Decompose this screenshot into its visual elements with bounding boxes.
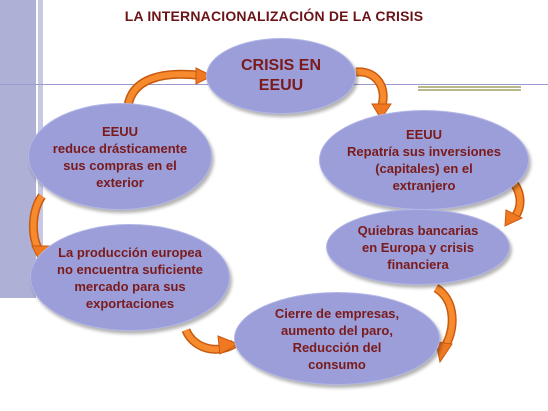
node-line: EEUU — [258, 77, 304, 94]
node-line: consumo — [308, 356, 366, 372]
node-line: EEUU — [101, 123, 139, 139]
node-line: exterior — [96, 174, 144, 190]
arrow-n5-to-n0 — [123, 69, 205, 108]
accent-lines-decoration — [418, 86, 521, 94]
node-line: Quiebras bancarias — [357, 222, 479, 238]
node-repatria-inversiones: EEUU Repatría sus inversiones (capitales) … — [319, 110, 529, 210]
node-line: en Europa y crisis — [361, 239, 474, 255]
diagram-title: LA INTERNACIONALIZACIÓN DE LA CRISIS — [124, 8, 424, 24]
node-crisis-eeuu: CRISIS EN EEUU — [206, 38, 356, 114]
node-line: aumento del paro, — [281, 322, 393, 338]
node-line: (capitales) en el — [375, 161, 473, 176]
node-line: extranjero — [392, 178, 456, 193]
node-line: financiera — [387, 256, 449, 272]
node-line: Cierre de empresas, — [274, 305, 400, 321]
node-line: CRISIS EN — [240, 57, 321, 74]
node-line: exportaciones — [85, 295, 175, 311]
node-line: La producción europea — [58, 244, 202, 260]
node-line: EEUU — [405, 127, 443, 142]
node-line: no encuentra suficiente — [57, 261, 203, 277]
node-line: reduce drásticamente — [52, 140, 188, 156]
node-cierre-empresas: Cierre de empresas,aumento del paro,Redu… — [234, 292, 440, 385]
node-line: mercado para sus — [74, 278, 186, 294]
node-line: sus compras en el — [63, 157, 177, 173]
node-line: Repatría sus inversiones — [347, 144, 501, 159]
node-line: Reducción del — [292, 339, 382, 355]
